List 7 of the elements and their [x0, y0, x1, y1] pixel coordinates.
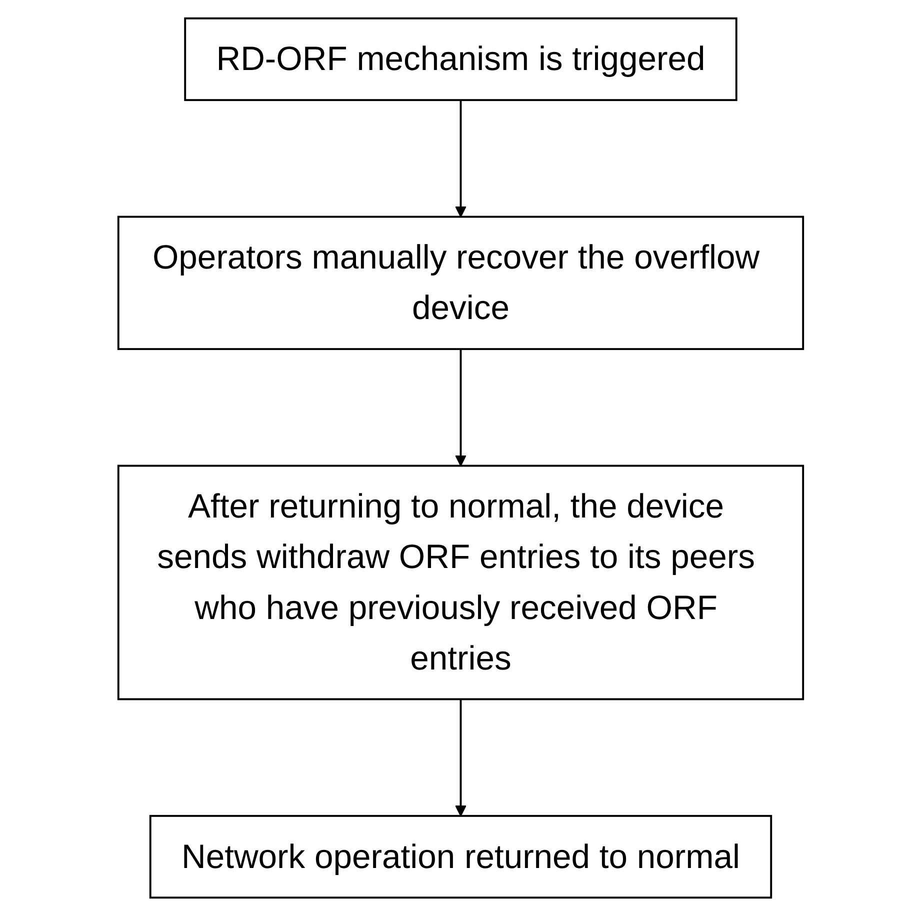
arrow [455, 699, 467, 816]
arrow [455, 100, 467, 218]
node-box: Network operation returned to normal [150, 814, 772, 899]
arrow [455, 349, 467, 466]
node-box: After returning to normal, the device sends withdraw ORF entries to its peers who have previously received ORF entries [118, 464, 804, 700]
node-box: RD-ORF mechanism is triggered [184, 17, 738, 102]
node-box: Operators manually recover the overflow device [118, 216, 804, 350]
